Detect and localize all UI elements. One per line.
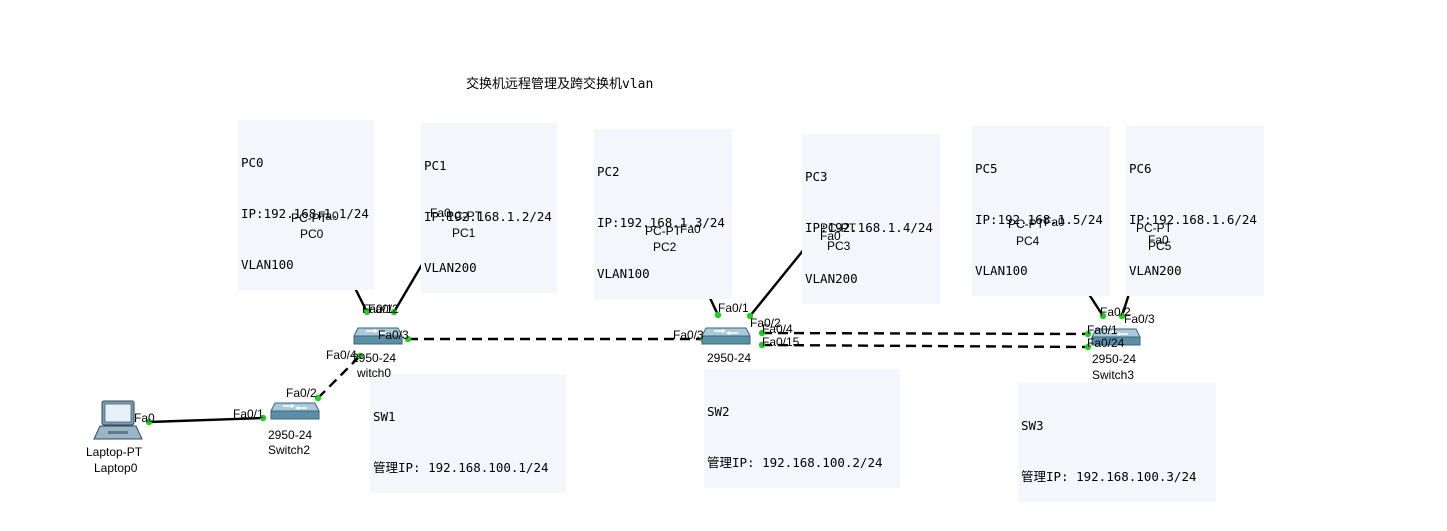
pc3-model-label: PC-PT bbox=[820, 221, 856, 235]
port-label-sw3-fa03: Fa0/3 bbox=[1124, 312, 1155, 326]
pc3-name-label: PC3 bbox=[827, 239, 851, 253]
port-label-sw2-fa02: Fa0/2 bbox=[750, 316, 781, 330]
port-dot bbox=[758, 329, 766, 337]
switch2-name-label: Switch2 bbox=[268, 443, 311, 457]
laptop0-model-label: Laptop-PT bbox=[86, 445, 143, 459]
note-pc5: PC5 IP:192.168.1.5/24 VLAN100 bbox=[972, 126, 1110, 296]
note-pc6: PC6 IP:192.168.1.6/24 VLAN200 bbox=[1126, 126, 1264, 296]
link-laptop0-switch2[interactable] bbox=[148, 416, 264, 424]
port-label-sw1-fa01: Fa0/1 bbox=[362, 302, 393, 316]
note-pc2-line3: VLAN100 bbox=[597, 266, 650, 281]
note-pc5-line1: PC5 bbox=[975, 161, 998, 176]
port-dot bbox=[363, 308, 371, 316]
sw2-icon[interactable] bbox=[701, 327, 751, 345]
port-label-pc3-fa0: Fa0 bbox=[820, 229, 841, 243]
port-dot bbox=[714, 311, 722, 319]
link-sw2-switch3-b[interactable] bbox=[761, 343, 1089, 349]
note-pc6-line1: PC6 bbox=[1129, 161, 1152, 176]
pc4-model-label: PC-PT bbox=[1008, 217, 1044, 231]
port-dot bbox=[404, 335, 412, 343]
note-sw3-line1: SW3 bbox=[1021, 418, 1044, 433]
switch0-model-label: 2950-24 bbox=[352, 351, 397, 365]
note-pc6-line3: VLAN200 bbox=[1129, 263, 1182, 278]
port-label-switch2-fa02: Fa0/2 bbox=[286, 386, 317, 400]
port-label-sw2-fa04: Fa0/4 bbox=[762, 322, 793, 336]
note-pc6-line2: IP:192.168.1.6/24 bbox=[1129, 212, 1257, 227]
note-pc1-line1: PC1 bbox=[424, 158, 447, 173]
switch0-name-label: witch0 bbox=[357, 366, 392, 380]
port-label-sw1-fa04: Fa0/4 bbox=[326, 348, 357, 362]
note-pc0-line1: PC0 bbox=[241, 155, 264, 170]
port-label-sw2-fa03: Fa0/3 bbox=[673, 328, 704, 342]
switch3-model-label: 2950-24 bbox=[1092, 352, 1137, 366]
switch3-name-label: Switch3 bbox=[1092, 368, 1135, 382]
note-pc1-line3: VLAN200 bbox=[424, 260, 477, 275]
link-switch2-switch0[interactable] bbox=[317, 355, 361, 399]
laptop0-name-label: Laptop0 bbox=[94, 461, 138, 475]
pc1-name-label: PC1 bbox=[452, 226, 476, 240]
note-sw1-line2: 管理IP: 192.168.100.1/24 bbox=[373, 460, 549, 475]
sw2-model-label: 2950-24 bbox=[707, 351, 752, 365]
pc2-name-label: PC2 bbox=[653, 240, 677, 254]
port-label-pc0-fa0: Fa0 bbox=[318, 209, 339, 223]
note-pc3-line1: PC3 bbox=[805, 169, 828, 184]
note-sw1-line1: SW1 bbox=[373, 409, 396, 424]
pc5-model-label: PC-PT bbox=[1136, 221, 1172, 235]
note-pc3-line2: IP:192.168.1.4/24 bbox=[805, 220, 933, 235]
port-dot bbox=[259, 414, 267, 422]
note-sw3-line2: 管理IP: 192.168.100.3/24 bbox=[1021, 469, 1197, 484]
note-sw2-line1: SW2 bbox=[707, 404, 730, 419]
note-sw3: SW3 管理IP: 192.168.100.3/24 bbox=[1018, 383, 1216, 502]
port-dot bbox=[390, 308, 398, 316]
port-label-pc5-fa0: Fa0 bbox=[1148, 233, 1169, 247]
port-label-pc1-fa0: Fa0 bbox=[430, 206, 451, 220]
pc0-model-label: PC-PT bbox=[291, 211, 327, 225]
port-label-pc2-fa0: Fa0 bbox=[680, 222, 701, 236]
port-label-sw3-fa02: Fa0/2 bbox=[1100, 305, 1131, 319]
port-dot bbox=[746, 312, 754, 320]
note-pc0: PC0 IP:192.168.1.1/24 VLAN100 bbox=[238, 120, 374, 290]
note-pc0-line3: VLAN100 bbox=[241, 257, 294, 272]
switch2-model-label: 2950-24 bbox=[268, 428, 313, 442]
note-pc3-line3: VLAN200 bbox=[805, 271, 858, 286]
pc0-name-label: PC0 bbox=[300, 227, 324, 241]
port-label-switch2-fa01: Fa0/1 bbox=[233, 407, 264, 421]
port-label-sw3-fa024: Fa0/24 bbox=[1087, 336, 1125, 350]
note-pc5-line2: IP:192.168.1.5/24 bbox=[975, 212, 1103, 227]
diagram-title: 交换机远程管理及跨交换机vlan bbox=[466, 77, 654, 92]
note-pc1: PC1 IP:192.168.1.2/24 VLAN200 bbox=[421, 123, 557, 293]
port-dot bbox=[1084, 330, 1092, 338]
port-dot bbox=[1118, 312, 1126, 320]
port-label-sw1-fa02: Fa0/2 bbox=[368, 302, 399, 316]
note-sw1: SW1 管理IP: 192.168.100.1/24 bbox=[370, 374, 566, 493]
pc4-name-label: PC4 bbox=[1016, 234, 1040, 248]
port-label-sw1-fa03: Fa0/3 bbox=[378, 328, 409, 342]
port-label-pc4-fa0: Fa0 bbox=[1044, 215, 1065, 229]
pc1-model-label: PC-PT bbox=[446, 209, 482, 223]
note-pc1-line2: IP:192.168.1.2/24 bbox=[424, 209, 552, 224]
note-sw2-line2: 管理IP: 192.168.100.2/24 bbox=[707, 455, 883, 470]
port-label-sw2-fa01: Fa0/1 bbox=[718, 301, 749, 315]
pc5-name-label: PC5 bbox=[1148, 239, 1172, 253]
pc2-model-label: PC-PT bbox=[645, 224, 681, 238]
port-label-sw3-fa01: Fa0/1 bbox=[1087, 323, 1118, 337]
note-pc5-line3: VLAN100 bbox=[975, 263, 1028, 278]
note-pc2: PC2 IP:192.168.1.3/24 VLAN100 bbox=[594, 129, 732, 299]
switch2-icon[interactable] bbox=[270, 402, 320, 420]
port-dot bbox=[145, 418, 153, 426]
note-pc3: PC3 IP:192.168.1.4/24 VLAN200 bbox=[802, 134, 940, 304]
note-pc2-line2: IP:192.168.1.3/24 bbox=[597, 215, 725, 230]
port-label-sw2-fa015: Fa0/15 bbox=[762, 335, 800, 349]
port-label-laptop0-fa0: Fa0 bbox=[134, 411, 155, 425]
port-dot bbox=[758, 341, 766, 349]
link-sw2-switch3-a[interactable] bbox=[761, 331, 1089, 336]
note-sw2: SW2 管理IP: 192.168.100.2/24 bbox=[704, 369, 900, 488]
note-pc0-line2: IP:192.168.1.1/24 bbox=[241, 206, 369, 221]
port-dot bbox=[1084, 343, 1092, 351]
port-dot bbox=[314, 394, 322, 402]
port-dot bbox=[1099, 312, 1107, 320]
note-pc2-line1: PC2 bbox=[597, 164, 620, 179]
port-dot bbox=[356, 352, 364, 360]
